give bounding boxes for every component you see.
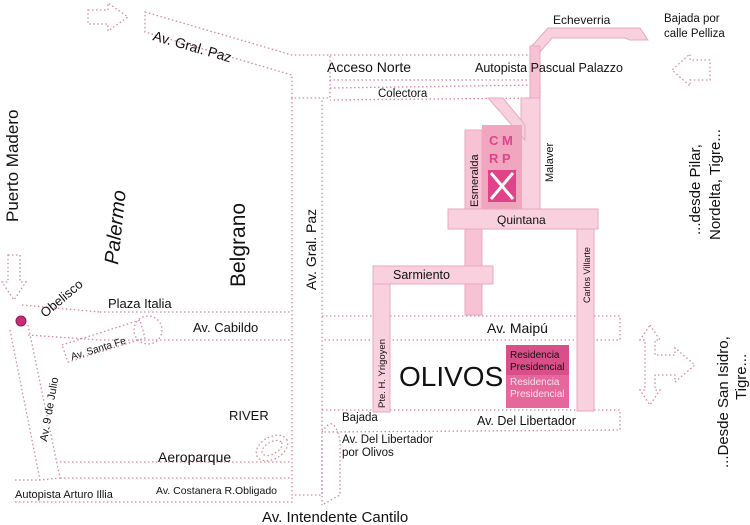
cmrp-x-icon xyxy=(489,172,515,200)
label-plaza-italia: Plaza Italia xyxy=(108,296,172,311)
residencia-presidencial: Residencia Presidencial Residencia Presi… xyxy=(506,345,569,408)
label-maipu: Av. Maipú xyxy=(487,320,548,336)
road-arturo-illia xyxy=(15,479,293,503)
road-costanera xyxy=(60,461,292,479)
label-gral-paz-top: Av. Gral. Paz xyxy=(151,28,233,66)
arrow-top-left xyxy=(87,1,130,33)
river-stadium xyxy=(255,434,289,462)
arrow-left-obelisco xyxy=(0,254,28,302)
label-esmeralda: Esmeralda xyxy=(469,154,481,207)
label-echeverria: Echeverria xyxy=(553,13,611,27)
label-palermo: Palermo xyxy=(101,189,131,265)
residencia-top-panel xyxy=(506,345,569,375)
label-aeroparque: Aeroparque xyxy=(158,449,231,465)
dotted-roads xyxy=(9,11,621,506)
road-quintana xyxy=(447,208,599,230)
label-bajada-libertador-2: Av. Del Libertador xyxy=(342,434,433,446)
residencia-line-2: Presidencial xyxy=(510,362,564,373)
residencia-line-1: Residencia xyxy=(510,350,560,361)
label-colectora: Colectora xyxy=(378,88,428,100)
obelisco-marker xyxy=(15,315,27,327)
road-yrigoyen xyxy=(372,283,391,413)
label-river: RIVER xyxy=(229,408,269,423)
road-gral-paz-top xyxy=(144,11,331,99)
label-malaver: Malaver xyxy=(544,143,556,182)
arrow-right-double xyxy=(638,323,697,407)
road-santa-fe xyxy=(61,319,146,363)
label-desde-pilar-1: ...desde Pilar, xyxy=(687,144,704,235)
label-desde-pilar-2: Nordelta, Tigre... xyxy=(707,129,724,240)
label-nueve-de-julio: Av. 9 de Julio xyxy=(38,376,61,442)
label-bajada-libertador-3: por Olivos xyxy=(342,447,394,459)
road-sarmiento xyxy=(372,265,494,285)
label-carlos-villarte: Carlos Villarte xyxy=(582,247,592,303)
label-desde-san-isidro-2: Tigre... xyxy=(733,354,750,400)
label-acceso-norte: Acceso Norte xyxy=(327,59,411,75)
label-yrigoyen: Pte. H. Yrigoyen xyxy=(377,339,388,408)
plaza-italia-ring xyxy=(133,315,163,345)
cmrp-line-2: R P xyxy=(489,151,511,166)
label-autopista-palazzo: Autopista Pascual Palazzo xyxy=(475,61,623,75)
label-desde-san-isidro-1: ...Desde San Isidro, xyxy=(715,336,732,468)
labels: Av. Gral. Paz Acceso Norte Autopista Pas… xyxy=(3,13,750,525)
label-puerto-madero: Puerto Madero xyxy=(3,110,22,222)
label-costanera: Av. Costanera R.Obligado xyxy=(156,485,277,497)
cmrp-logo: C M R P xyxy=(488,133,516,202)
road-nueve-de-julio xyxy=(9,324,61,481)
road-gral-paz-vertical xyxy=(291,98,323,496)
road-cantilo xyxy=(321,440,341,506)
label-arturo-illia: Autopista Arturo Illia xyxy=(15,489,114,501)
residencia-ghost-line-2: Presidencial xyxy=(510,389,564,400)
arrows xyxy=(0,1,711,407)
label-quintana: Quintana xyxy=(497,213,546,227)
label-olivos: OLIVOS xyxy=(399,361,503,392)
residencia-ghost-line-1: Residencia xyxy=(510,377,560,388)
label-sarmiento: Sarmiento xyxy=(393,268,450,282)
label-cabildo: Av. Cabildo xyxy=(193,320,258,335)
label-belgrano: Belgrano xyxy=(227,203,250,287)
label-bajada-libertador-1: Bajada xyxy=(342,412,378,424)
label-gral-paz-vertical: Av. Gral. Paz xyxy=(303,209,319,290)
arrow-right-upper xyxy=(671,52,711,88)
label-obelisco: Obelisco xyxy=(37,276,85,320)
label-cantilo: Av. Intendente Cantilo xyxy=(262,509,408,525)
label-bajada-pelliza-2: calle Pelliza xyxy=(664,28,725,40)
label-libertador: Av. Del Libertador xyxy=(477,414,576,428)
road-obelisco xyxy=(21,304,101,341)
road-maipu-dotted xyxy=(322,315,621,341)
cmrp-line-1: C M xyxy=(489,133,513,148)
road-carlos-villarte xyxy=(576,228,595,412)
road-libertador-dotted xyxy=(321,409,621,433)
road-colectora xyxy=(329,84,541,101)
road-malaver xyxy=(520,97,541,211)
pink-roads xyxy=(372,27,649,413)
road-echeverria xyxy=(529,27,649,53)
label-bajada-pelliza-1: Bajada por xyxy=(664,13,720,25)
road-cabildo xyxy=(100,311,292,341)
